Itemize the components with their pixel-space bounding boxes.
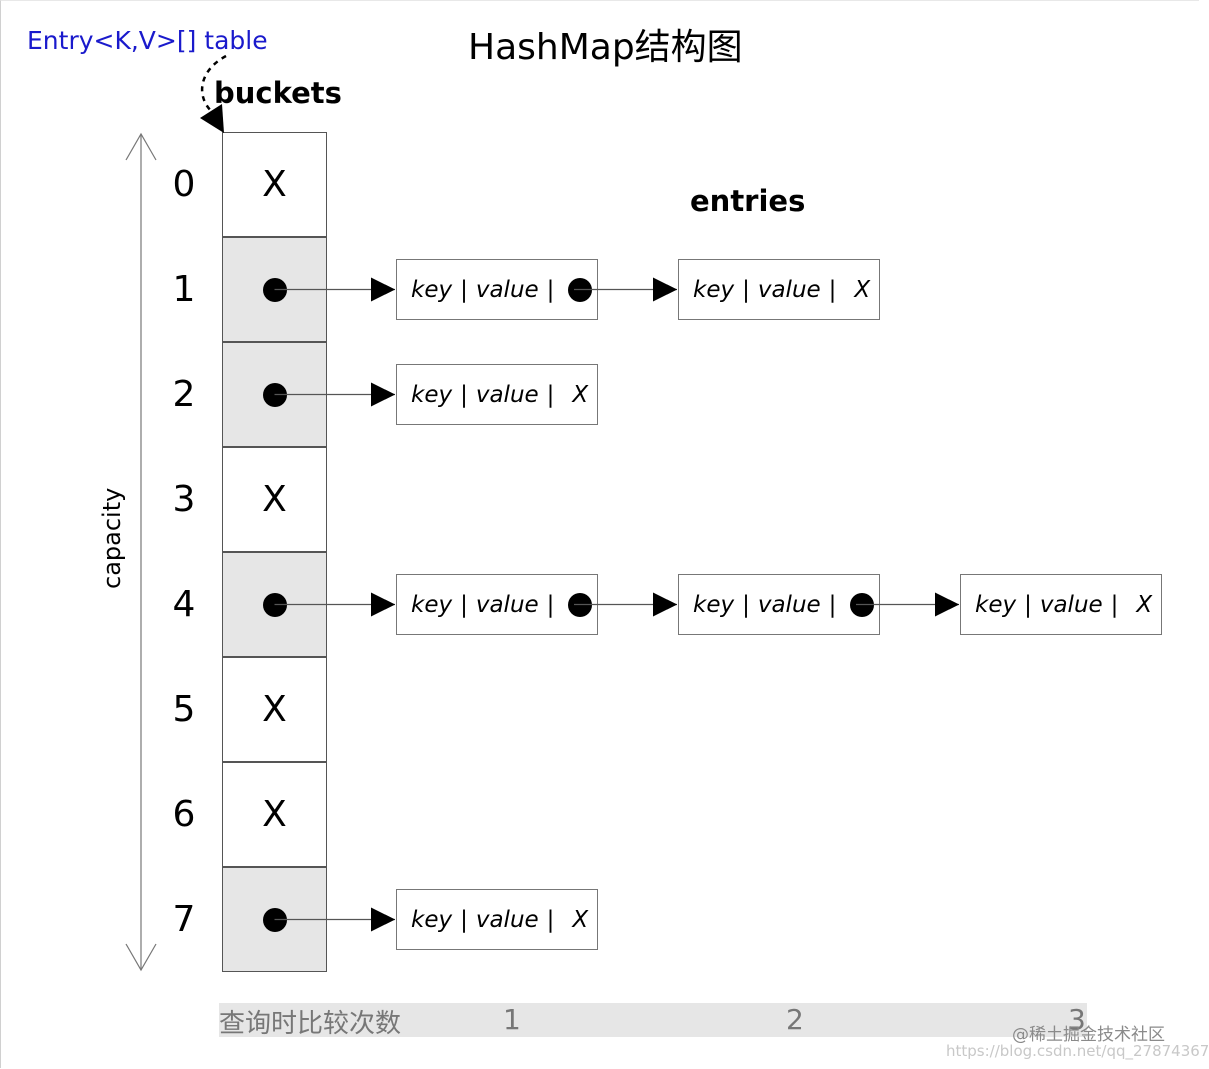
entry-separator: | (742, 591, 750, 618)
entry-value: value (1039, 591, 1103, 618)
entry-node: key | value | (678, 574, 880, 635)
capacity-axis (125, 132, 157, 972)
bucket-5: X (222, 657, 327, 762)
bucket-index-2: 2 (172, 373, 196, 415)
bucket-6: X (222, 762, 327, 867)
entry-key: key (411, 591, 453, 618)
entries-label: entries (690, 184, 806, 218)
entry-node: key | value | (396, 259, 598, 320)
entry-key: key (411, 276, 453, 303)
bucket-index-4: 4 (172, 583, 196, 625)
entry-node: key | value | X (396, 889, 598, 950)
bucket-index-6: 6 (172, 793, 196, 835)
bucket-index-0: 0 (172, 163, 196, 205)
entry-node: key | value | (396, 574, 598, 635)
entry-separator: | (742, 276, 750, 303)
footer-number-2: 2 (786, 1003, 804, 1036)
arrow-head (653, 277, 677, 302)
entry-node: key | value | X (678, 259, 880, 320)
arrow-head (935, 592, 959, 617)
arrow-head (371, 382, 395, 407)
watermark-text: @稀土掘金技术社区 (1012, 1025, 1165, 1045)
entry-value: value (475, 906, 539, 933)
link-arrows (274, 277, 959, 932)
entry-key: key (411, 381, 453, 408)
entry-separator: | (460, 906, 468, 933)
entry-value: value (475, 381, 539, 408)
entry-separator: | (546, 276, 555, 303)
buckets-label: buckets (214, 76, 342, 110)
null-mark: X (262, 164, 287, 205)
null-mark: X (854, 276, 871, 303)
arrow-head (371, 907, 395, 932)
entry-key: key (975, 591, 1017, 618)
footer-bar (219, 1003, 1087, 1037)
entry-value: value (475, 276, 539, 303)
footer-number-1: 1 (503, 1003, 521, 1036)
bucket-0: X (222, 132, 327, 237)
table-pointer-arrow (200, 54, 227, 133)
arrow-head (371, 592, 395, 617)
entry-node: key | value | X (960, 574, 1162, 635)
entry-separator: | (1024, 591, 1032, 618)
footer-number-3: 3 (1068, 1003, 1086, 1036)
bucket-index-7: 7 (172, 898, 196, 940)
footer-label: 查询时比较次数 (219, 1009, 402, 1039)
null-mark: X (262, 479, 287, 520)
bucket-index-5: 5 (172, 688, 196, 730)
entry-separator: | (460, 276, 468, 303)
entry-separator: | (546, 906, 555, 933)
entry-key: key (693, 591, 735, 618)
entry-value: value (475, 591, 539, 618)
entry-separator: | (460, 591, 468, 618)
bucket-3: X (222, 447, 327, 552)
bucket-index-1: 1 (172, 268, 196, 310)
table-label: Entry<K,V>[] table (27, 26, 268, 55)
null-mark: X (1136, 591, 1153, 618)
entry-value: value (757, 591, 821, 618)
entry-separator: | (460, 381, 468, 408)
entry-key: key (411, 906, 453, 933)
bucket-index-3: 3 (172, 478, 196, 520)
null-mark: X (262, 794, 287, 835)
entry-value: value (757, 276, 821, 303)
null-mark: X (572, 381, 589, 408)
null-mark: X (262, 689, 287, 730)
entry-separator: | (828, 276, 837, 303)
watermark-url: https://blog.csdn.net/qq_27874367 (946, 1042, 1209, 1060)
entry-separator: | (546, 591, 555, 618)
entry-separator: | (546, 381, 555, 408)
entry-key: key (693, 276, 735, 303)
null-mark: X (572, 906, 589, 933)
diagram-title: HashMap结构图 (468, 27, 743, 68)
arrow-head (653, 592, 677, 617)
entry-separator: | (828, 591, 837, 618)
entry-node: key | value | X (396, 364, 598, 425)
entry-separator: | (1110, 591, 1119, 618)
arrow-head (371, 277, 395, 302)
